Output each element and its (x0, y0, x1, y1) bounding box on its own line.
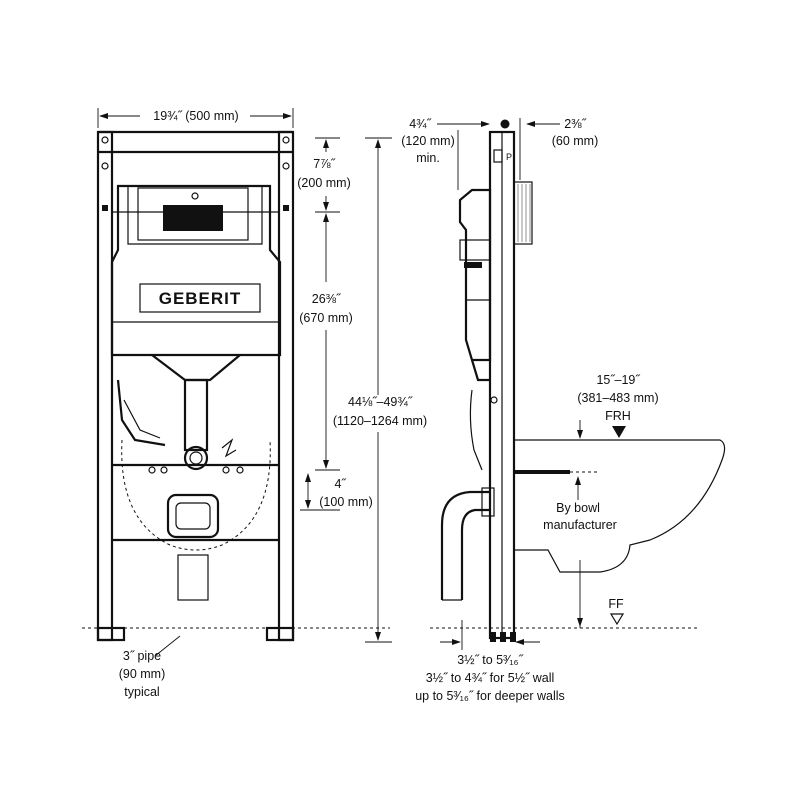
electrical-icon (221, 438, 237, 458)
anchor-hole-icon (148, 466, 156, 474)
arrow-up (323, 213, 329, 222)
top-bolt-icon (500, 119, 510, 129)
arrow-right (452, 639, 461, 645)
cistern-side (458, 188, 492, 362)
side-valve-icon (490, 396, 498, 404)
frame-width-label: 19¾˝ (500 mm) (153, 109, 238, 123)
front-view: 19¾˝ (500 mm) GEBERIT (82, 108, 390, 699)
total-height-metric: (1120–1264 mm) (333, 414, 427, 428)
bowl-label-1: By bowl (556, 501, 600, 515)
pipe-label-3: typical (124, 685, 159, 699)
side-foot (510, 632, 516, 642)
total-height-imperial: 44⅛˝–49¾˝ (348, 395, 413, 409)
arrow-up (375, 139, 381, 148)
side-frame-slot (493, 149, 503, 163)
arrow-up (323, 139, 329, 148)
cistern-opening (127, 186, 263, 245)
arrow-left (526, 121, 535, 127)
wall-clear-min: min. (416, 151, 440, 165)
side-foot (490, 632, 496, 642)
side-view: 4¾˝ (120 mm) min. 2⅜˝ (60 mm) P (401, 117, 726, 703)
pipe-label-1: 3˝ pipe (123, 649, 161, 663)
frh-marker-icon (612, 426, 626, 438)
arrow-down (375, 632, 381, 641)
arrow-down (323, 202, 329, 211)
actuator-height-imperial: 26⅜˝ (312, 292, 341, 306)
pipe-label-2: (90 mm) (119, 667, 166, 681)
flush-pipe (183, 378, 209, 452)
top-offset-metric: (200 mm) (297, 176, 350, 190)
cistern-body (110, 184, 282, 357)
arrow-down (323, 460, 329, 469)
width-arrow-right (283, 113, 292, 119)
drain-pipe (177, 554, 209, 601)
anchor-hole-icon (160, 466, 168, 474)
actuator-screw-icon (191, 192, 199, 200)
flush-bend-inner (189, 451, 203, 465)
left-foot (96, 626, 126, 642)
outlet-elbow (166, 493, 220, 539)
flush-bend-fitting (183, 445, 209, 471)
bowl-label-2: manufacturer (543, 518, 617, 532)
pipe-leader (154, 635, 181, 657)
cistern-side-mark (464, 262, 482, 268)
actuator-height-metric: (670 mm) (299, 311, 352, 325)
anchor-hole-icon (222, 466, 230, 474)
outlet-elbow-inner (175, 502, 211, 530)
depth-label-1: 3½˝ to 5³⁄₁₆˝ (457, 653, 523, 667)
side-frame-mark: P (506, 152, 512, 162)
drain-coupling (481, 487, 495, 517)
panel-depth-imperial: 2⅜˝ (564, 117, 586, 131)
arrow-up (575, 476, 581, 485)
arrow-up (305, 473, 311, 482)
frh-label: FRH (605, 409, 631, 423)
frame-clip (283, 205, 289, 211)
actuator-panel-side (513, 181, 533, 245)
width-arrow-left (99, 113, 108, 119)
bolt-icon (282, 162, 290, 170)
ff-marker-icon (609, 613, 625, 626)
bolt-icon (101, 136, 109, 144)
arrow-left (515, 639, 524, 645)
drain-elbow-outer (440, 490, 490, 600)
bowl-side (513, 439, 726, 573)
depth-label-2: 3½˝ to 4¾˝ for 5½˝ wall (426, 671, 555, 685)
frame-clip (102, 205, 108, 211)
anchor-hole-icon (236, 466, 244, 474)
side-foot (500, 632, 506, 642)
frh-range-metric: (381–483 mm) (577, 391, 658, 405)
frh-range-imperial: 15˝–19˝ (596, 373, 640, 387)
arrow-down (577, 618, 583, 627)
ff-label: FF (608, 597, 624, 611)
arrow-down (305, 500, 311, 509)
bowl-outline-front (121, 439, 271, 551)
bolt-icon (101, 162, 109, 170)
actuator-window (163, 205, 223, 231)
brand-badge (139, 283, 261, 313)
depth-label-3: up to 5³⁄₁₆˝ for deeper walls (415, 689, 565, 703)
arrow-right (481, 121, 490, 127)
actuator-plate (137, 187, 249, 241)
outlet-offset-metric: (100 mm) (319, 495, 372, 509)
outlet-offset-imperial: 4˝ (334, 477, 346, 491)
drain-elbow-inner (460, 508, 490, 600)
cistern-side-band (459, 239, 491, 261)
side-supply-hose (469, 389, 483, 471)
panel-depth-metric: (60 mm) (552, 134, 599, 148)
supply-line (116, 379, 166, 447)
arrow-down (577, 430, 583, 439)
cistern-funnel (151, 354, 241, 382)
top-offset-imperial: 7⅞˝ (313, 157, 335, 171)
front-dimensions: 7⅞˝ (200 mm) 26⅜˝ (670 mm) 4˝ (100 mm) 4… (297, 137, 427, 643)
supply-hose (123, 399, 161, 439)
cistern-side-neck (470, 359, 490, 382)
bolt-icon (282, 136, 290, 144)
brand-logo: GEBERIT (159, 289, 242, 308)
wall-clear-metric: (120 mm) (401, 134, 454, 148)
wall-clear-imperial: 4¾˝ (409, 117, 431, 131)
bowl-mount-bolt (514, 470, 570, 474)
